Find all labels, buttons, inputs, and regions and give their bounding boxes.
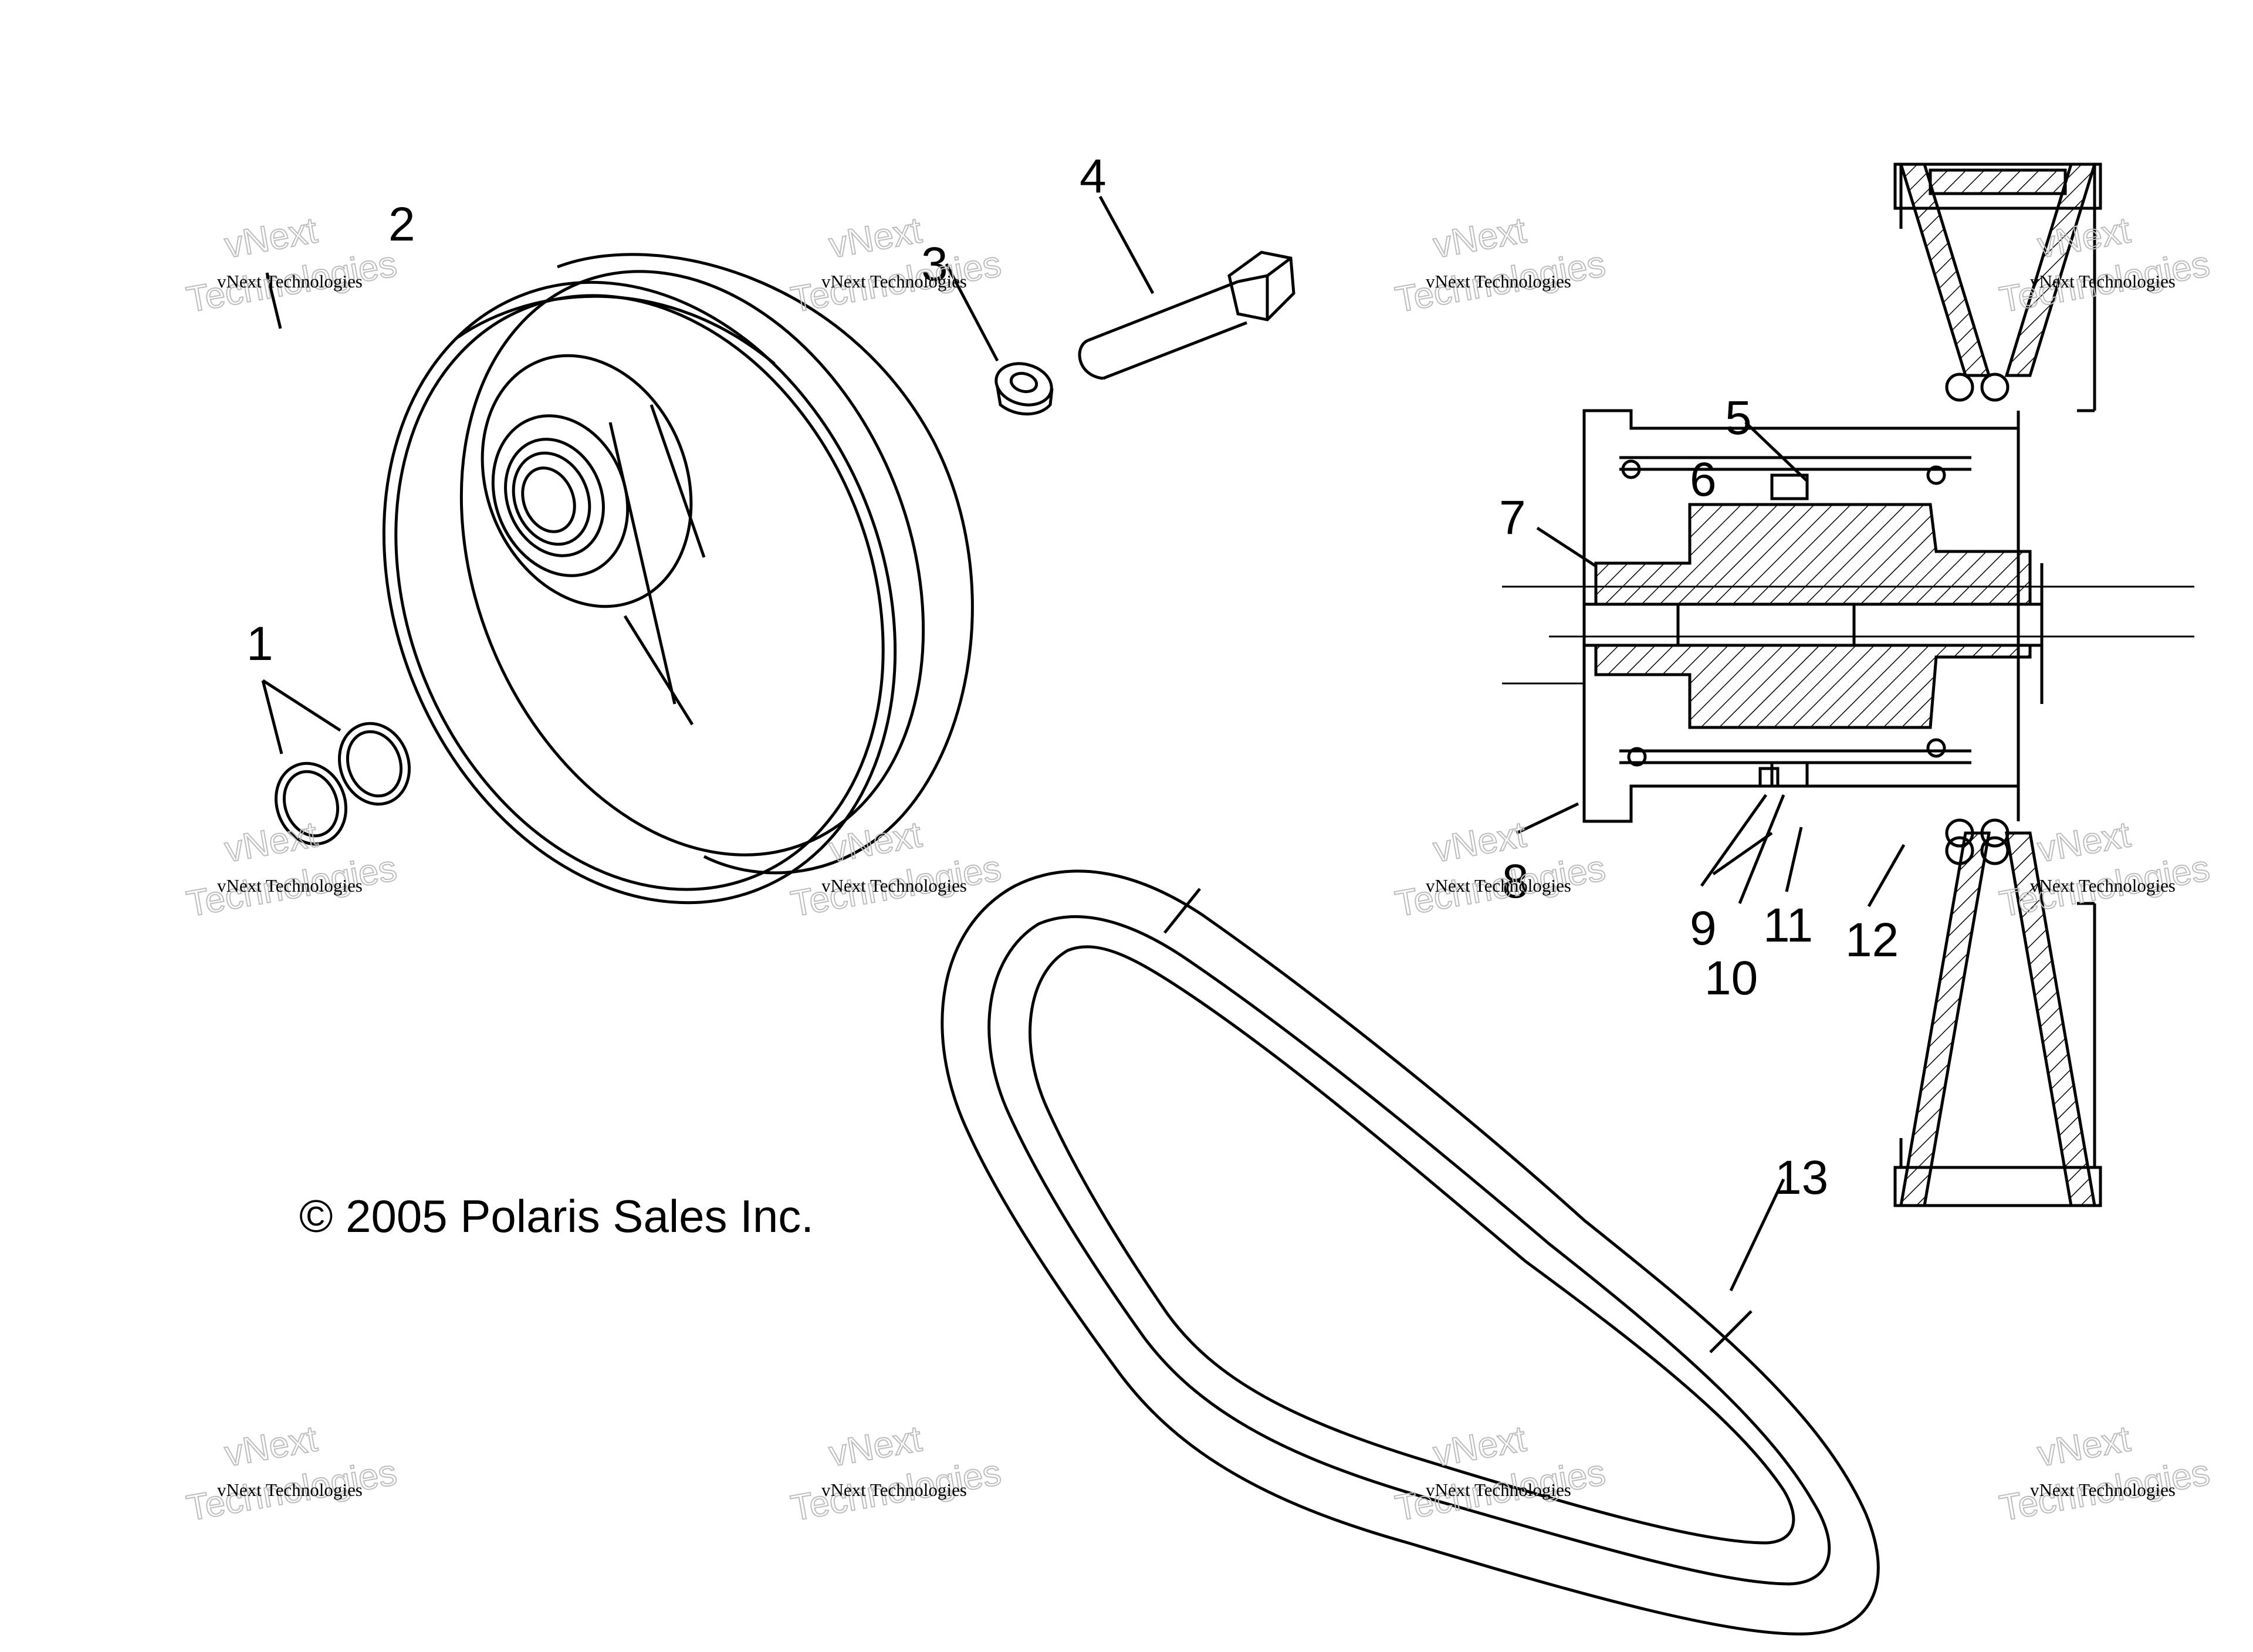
callout-7: 7 bbox=[1499, 491, 1526, 544]
svg-text:vNext: vNext bbox=[222, 210, 320, 266]
callout-3: 3 bbox=[921, 238, 948, 291]
svg-text:vNext Technologies: vNext Technologies bbox=[821, 1480, 967, 1500]
driven-clutch-sheave bbox=[382, 253, 974, 905]
callout-8: 8 bbox=[1502, 855, 1529, 908]
watermark: vNext Technologies vNext Technologies bbox=[787, 209, 1004, 321]
drive-belt bbox=[941, 869, 1880, 1636]
svg-text:vNext: vNext bbox=[2035, 1419, 2133, 1474]
leader-lines bbox=[261, 195, 1906, 1292]
svg-text:vNext Technologies: vNext Technologies bbox=[1426, 875, 1571, 896]
svg-text:vNext Technologies: vNext Technologies bbox=[2030, 271, 2176, 292]
svg-text:vNext: vNext bbox=[2035, 210, 2133, 266]
watermark: vNext Technologies vNext Technologies bbox=[1392, 209, 1609, 321]
svg-text:vNext: vNext bbox=[826, 1419, 925, 1474]
svg-text:vNext: vNext bbox=[2035, 814, 2133, 870]
callout-4: 4 bbox=[1080, 150, 1107, 203]
svg-text:vNext Technologies: vNext Technologies bbox=[821, 271, 967, 292]
watermark: vNext Technologies vNext Technologies bbox=[1392, 1418, 1609, 1529]
callout-labels: 1 2 3 4 5 6 7 8 9 10 11 12 13 bbox=[246, 150, 1899, 1204]
svg-text:vNext: vNext bbox=[222, 814, 320, 870]
callout-13: 13 bbox=[1775, 1151, 1828, 1204]
watermark: vNext Technologies vNext Technologies bbox=[787, 1418, 1004, 1529]
svg-text:vNext: vNext bbox=[826, 210, 925, 266]
svg-text:vNext Technologies: vNext Technologies bbox=[821, 875, 967, 896]
washer bbox=[994, 362, 1054, 416]
callout-2: 2 bbox=[388, 198, 415, 251]
svg-text:vNext: vNext bbox=[222, 1419, 320, 1474]
svg-text:vNext: vNext bbox=[1430, 210, 1529, 266]
copyright-text: © 2005 Polaris Sales Inc. bbox=[299, 1190, 814, 1242]
svg-text:vNext Technologies: vNext Technologies bbox=[217, 1480, 363, 1500]
bolt bbox=[1078, 250, 1295, 380]
clutch-cross-section bbox=[1502, 163, 2194, 1207]
svg-text:vNext Technologies: vNext Technologies bbox=[2030, 1480, 2176, 1500]
svg-text:vNext Technologies: vNext Technologies bbox=[217, 875, 363, 896]
watermark-grid: vNext Technologies vNext Technologies vN… bbox=[183, 209, 2213, 1529]
callout-5: 5 bbox=[1725, 391, 1752, 445]
callout-11: 11 bbox=[1763, 899, 1813, 952]
callout-6: 6 bbox=[1690, 453, 1717, 506]
callout-1: 1 bbox=[246, 617, 273, 671]
watermark: vNext Technologies vNext Technologies bbox=[183, 1418, 400, 1529]
callout-12: 12 bbox=[1845, 913, 1899, 967]
callout-10: 10 bbox=[1704, 952, 1758, 1005]
callout-9: 9 bbox=[1690, 902, 1717, 955]
svg-text:vNext Technologies: vNext Technologies bbox=[217, 271, 363, 292]
watermark: vNext Technologies vNext Technologies bbox=[183, 209, 400, 321]
watermark: vNext Technologies vNext Technologies bbox=[1996, 209, 2213, 321]
svg-text:vNext Technologies: vNext Technologies bbox=[1426, 271, 1571, 292]
watermark: vNext Technologies vNext Technologies bbox=[1996, 1418, 2213, 1529]
svg-text:vNext Technologies: vNext Technologies bbox=[2030, 875, 2176, 896]
watermark: vNext Technologies vNext Technologies bbox=[183, 814, 400, 925]
svg-text:vNext: vNext bbox=[1430, 1419, 1529, 1474]
svg-text:vNext Technologies: vNext Technologies bbox=[1426, 1480, 1571, 1500]
o-ring-pair bbox=[274, 722, 411, 846]
watermark: vNext Technologies vNext Technologies bbox=[1392, 814, 1609, 925]
